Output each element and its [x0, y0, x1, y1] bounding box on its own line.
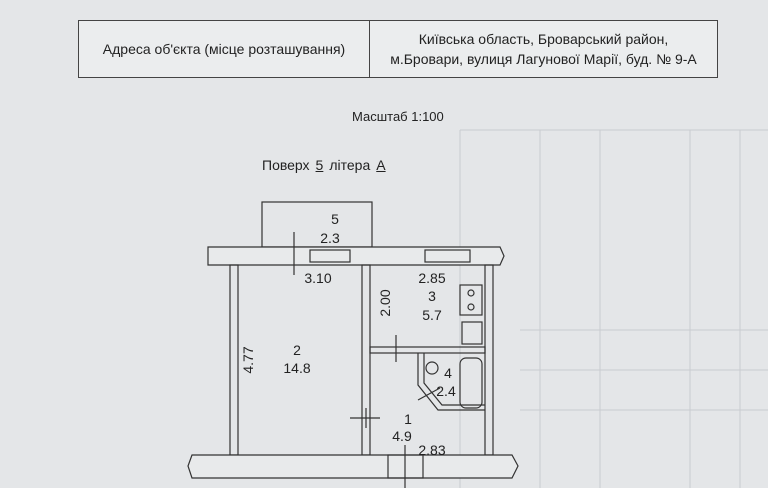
letter-value: А: [376, 157, 386, 173]
background-table-lines: [459, 129, 768, 488]
bathroom-wall: [417, 353, 485, 411]
top-window-left: [309, 249, 351, 263]
bathtub: [459, 357, 483, 409]
sink: [461, 321, 483, 345]
address-line1: Київська область, Броварський район,: [418, 31, 669, 47]
balcony: [261, 201, 373, 248]
top-window-right: [424, 249, 471, 263]
room1-area: 4.9: [392, 428, 412, 444]
room2-area: 14.8: [283, 360, 310, 376]
address-line2: м.Бровари, вулиця Лагунової Марії, буд. …: [390, 51, 697, 67]
stove: [459, 284, 483, 316]
right-wall: [484, 264, 494, 456]
bottom-wall: [187, 454, 519, 479]
top-wall: [207, 246, 505, 266]
floor-value: 5: [315, 157, 324, 173]
letter-label: літера: [329, 157, 371, 173]
dimension-marks: [293, 232, 441, 488]
dim-room2-width: 3.10: [304, 270, 331, 286]
room4-number: 4: [444, 365, 452, 381]
room3-area: 5.7: [422, 307, 442, 323]
room2-number: 2: [293, 342, 301, 358]
floor-info: Поверх 5 літера А: [262, 157, 392, 173]
stove-burner: [467, 303, 475, 311]
dim-room3-length: 2.00: [377, 289, 393, 316]
room4-area: 2.4: [436, 383, 456, 399]
kitchen-partition: [369, 346, 486, 354]
address-value: Київська область, Броварський район, м.Б…: [370, 21, 717, 77]
address-label: Адреса об'єкта (місце розташування): [79, 21, 370, 77]
dim-room1-width: 2.83: [418, 442, 445, 458]
toilet: [425, 361, 439, 375]
room1-number: 1: [404, 411, 412, 427]
room5-area: 2.3: [320, 230, 340, 246]
dim-room2-length: 4.77: [240, 346, 256, 373]
floor-label: Поверх: [262, 157, 310, 173]
stove-burner: [467, 289, 475, 297]
dim-room3-width: 2.85: [418, 270, 445, 286]
left-wall: [229, 264, 239, 456]
room5-number: 5: [331, 211, 339, 227]
room3-number: 3: [428, 288, 436, 304]
address-table: Адреса об'єкта (місце розташування) Київ…: [78, 20, 718, 78]
scale-label: Масштаб 1:100: [352, 109, 444, 124]
